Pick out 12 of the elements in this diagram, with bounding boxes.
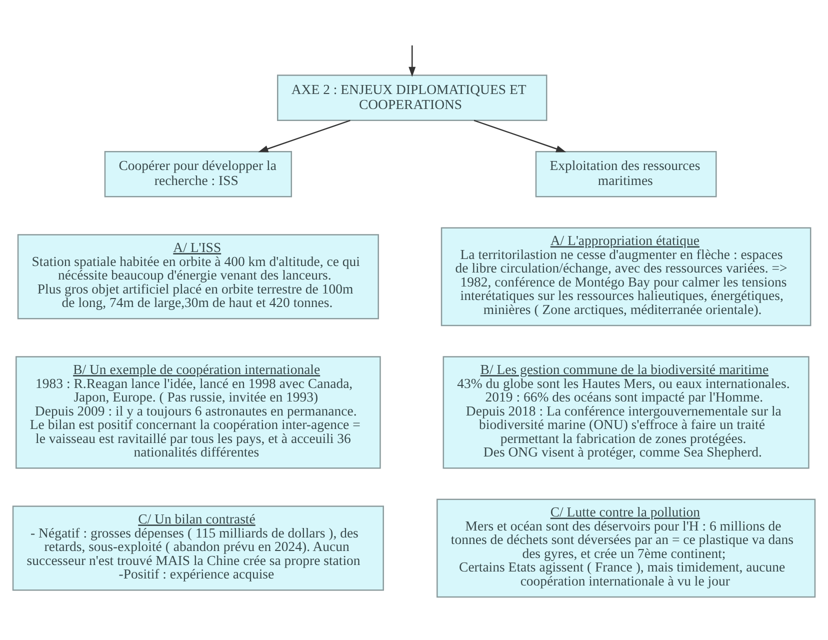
arrow [258,119,350,152]
arrow [474,119,566,152]
node-box: A/ L'ISS Station spatiale habitée en orbite à 400 km d'altitude, ce qui nécéssite beaucoup d'énergie venant des lanceurs. Plus gros objet artificiel placé en orbite terrestre de 100m de long, 74m de large,30m de haut et 420 tonnes. [17,234,379,319]
node-box: Coopérer pour développer la recherche : ISS [104,150,292,197]
node-box: A/ L'appropriation étatique La territorilastion ne cesse d'augmenter en flèche : espaces de libre circulation/échange, avec des ressources variées. => 1982, conférence de Montégo Bay pour calmer les tensions interétatiques sur les ressources halieutiques, énergétiques, minières ( Zone arctiques, méditerranée orientale). [440,226,812,326]
node-box: B/ Un exemple de coopération internationale 1983 : R.Reagan lance l'idée, lancé en 1998 avec Canada, Japon, Europe. ( Pas russie, invitée en 1993) Depuis 2009 : il y a toujours 6 astronautes en permanance. Le bilan est positif concernant la coopération inter-agence = le vaisseau est ravitaillé par tous les pays, et à acceuili 36 nationalités différentes [16,356,381,468]
node-box: Exploitation des ressources maritimes [535,150,717,197]
arrow [408,44,416,76]
node-box: C/ Lutte contre la pollution Mers et océan sont des déservoirs pour l'H : 6 millions de tonnes de déchets sont déversées par an = ce plastique va dans des gyres, et crée un 7ème continent; Certains Etats agissent ( France ), mais timidement, aucune coopération internationale à vu le jour [436,498,816,598]
node-box: C/ Un bilan contrasté - Négatif : grosses dépenses ( 115 milliards de dollars ), des retards, sous-exploité ( abandon prévu en 2024). Aucun successeur n'est trouvé MAIS la Chine crée sa propre station -Positif : expérience acquise [12,505,384,590]
node-box: AXE 2 : ENJEUX DIPLOMATIQUES ET COOPERATIONS [277,74,548,120]
node-box: B/ Les gestion commune de la biodiversité maritime 43% du globe sont les Hautes Mers, ou eaux internationales. 2019 : 66% des océans sont impacté par l'Homme. Depuis 2018 : La conférence intergouvernementale sur la biodiversité marine (ONU) s'effroce à faire un traité permettant la fabrication de zones protégées. Des ONG visent à protéger, comme Sea Shepherd. [442,356,810,468]
